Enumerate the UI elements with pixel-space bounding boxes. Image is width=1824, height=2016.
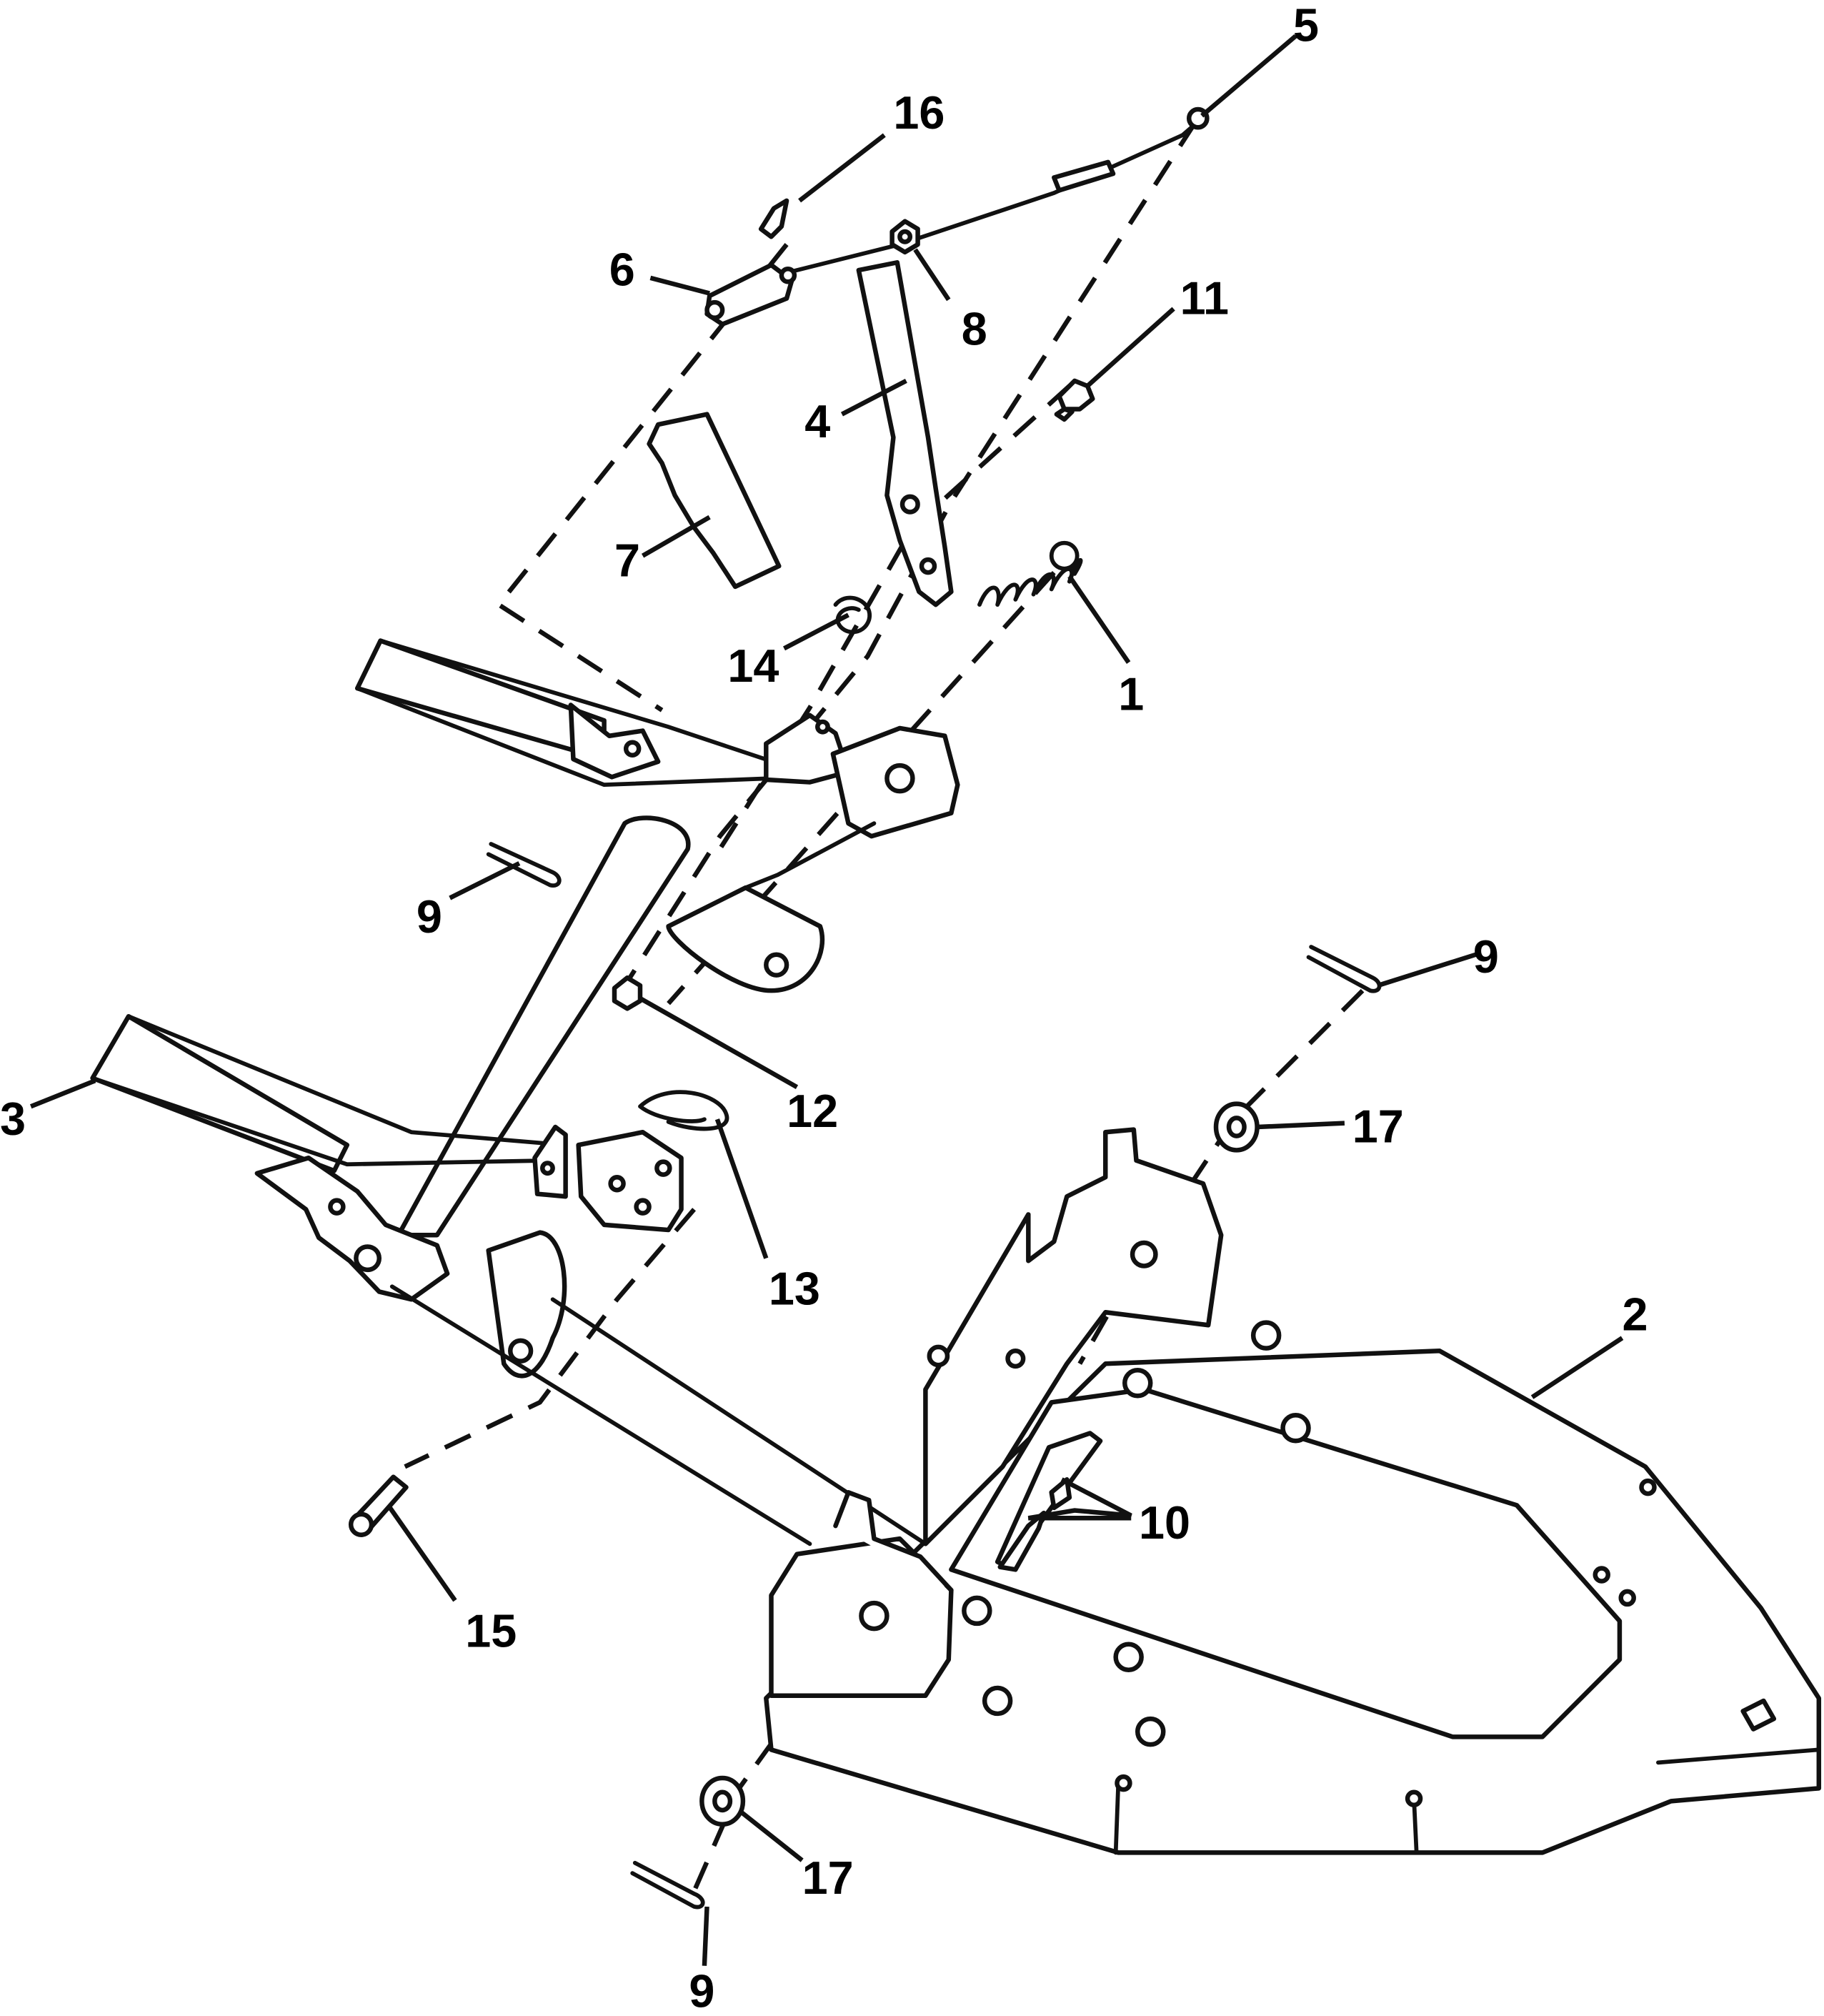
callout-2: 2 — [1623, 1288, 1648, 1340]
callout-1: 1 — [1118, 668, 1144, 720]
washer-upper — [1213, 1101, 1260, 1153]
callouts: 5 16 6 8 11 4 7 14 1 9 9 12 17 3 13 2 10… — [0, 0, 1648, 2016]
rod-part — [784, 106, 1210, 275]
washer-lower — [699, 1775, 746, 1827]
callout-13: 13 — [769, 1262, 820, 1314]
pin-15 — [348, 1474, 409, 1537]
callout-15: 15 — [465, 1604, 517, 1657]
callout-9-upper: 9 — [417, 890, 442, 943]
leader-lines — [29, 34, 1624, 1966]
cotter-pin-bottom — [630, 1860, 705, 1910]
callout-10: 10 — [1139, 1496, 1190, 1549]
bolt-11 — [1054, 378, 1095, 422]
pin-16 — [758, 198, 789, 239]
callout-11: 11 — [1180, 272, 1229, 324]
clevis-part — [704, 262, 797, 327]
nut-12 — [612, 975, 643, 1011]
cotter-pin-upper-left — [486, 842, 562, 888]
hairpin-14 — [833, 595, 872, 635]
upper-arm — [354, 638, 960, 839]
grip-part — [647, 412, 782, 590]
callout-6: 6 — [609, 244, 635, 296]
nut-8 — [889, 219, 920, 255]
lever-part — [856, 260, 954, 607]
callout-9-bottom: 9 — [689, 1965, 714, 2016]
cotter-pin-right — [1306, 945, 1382, 993]
callout-16: 16 — [893, 86, 945, 139]
lift-frame-part — [90, 815, 928, 1546]
callout-4: 4 — [804, 395, 830, 447]
callout-17-upper: 17 — [1352, 1101, 1404, 1153]
callout-7: 7 — [614, 534, 640, 586]
callout-9-right: 9 — [1473, 930, 1499, 983]
callout-14: 14 — [727, 640, 779, 692]
callout-17-lower: 17 — [802, 1852, 854, 1904]
callout-5: 5 — [1293, 0, 1319, 51]
callout-8: 8 — [962, 302, 987, 354]
hairpin-13 — [638, 1090, 729, 1131]
callout-3: 3 — [0, 1093, 26, 1145]
deck-plate-part — [764, 1127, 1822, 1855]
callout-12: 12 — [787, 1085, 838, 1137]
spring-part — [977, 540, 1083, 607]
